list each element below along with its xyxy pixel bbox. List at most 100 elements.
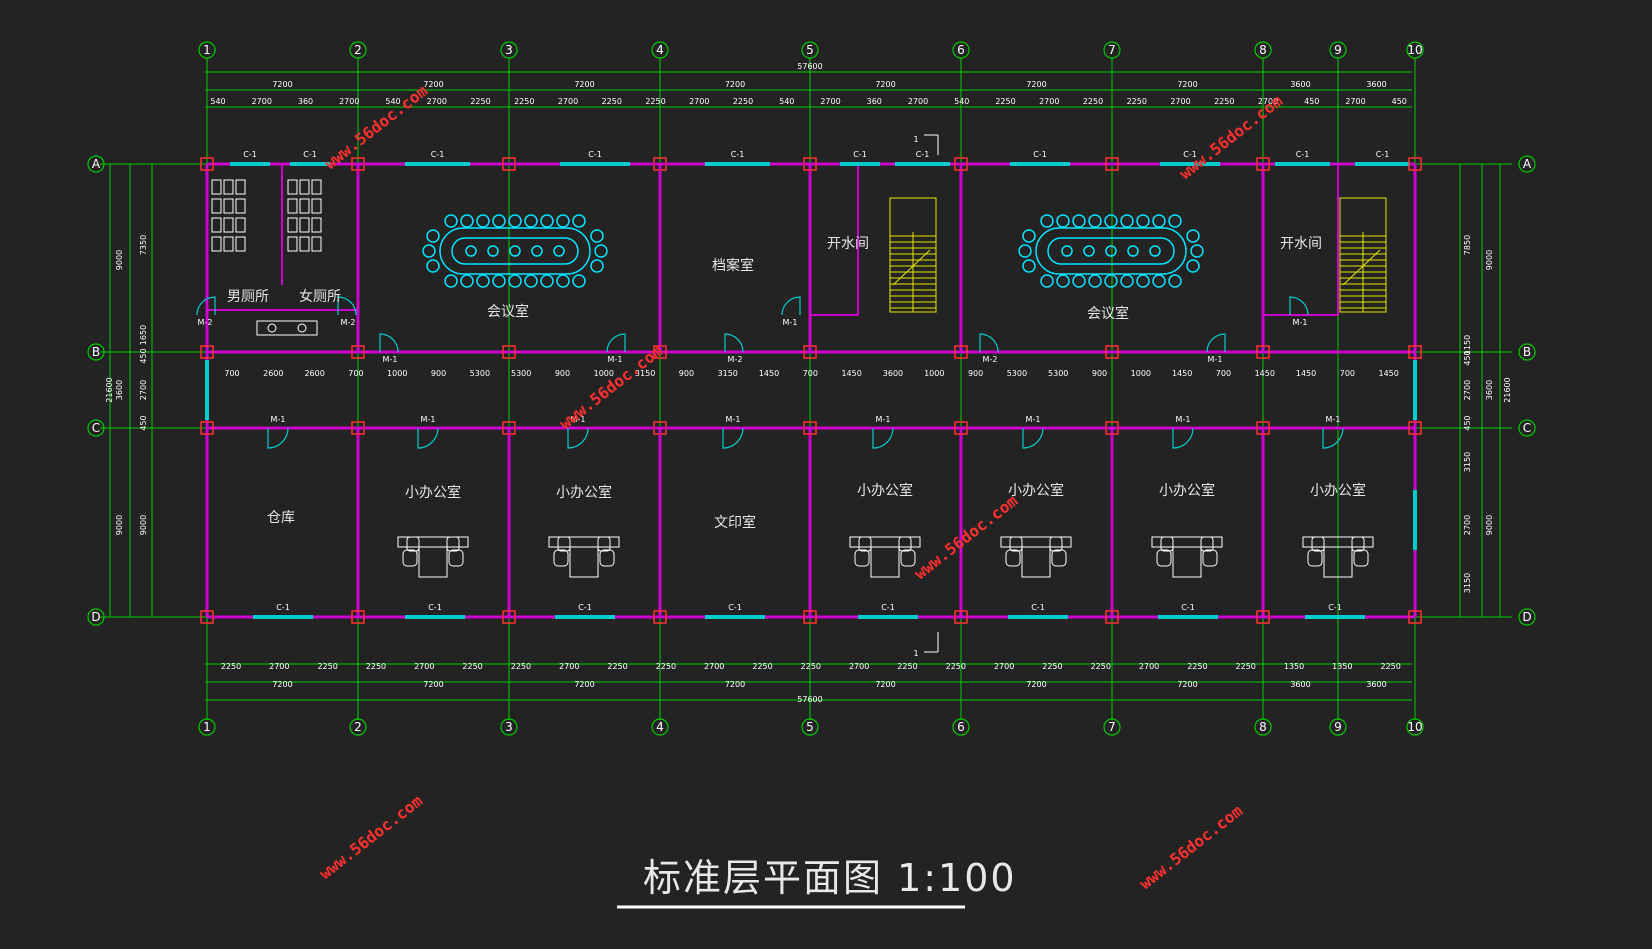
- axis-bubble: [651, 41, 669, 59]
- window-tag: C-1: [1183, 150, 1197, 159]
- right-dim: 9000: [1485, 515, 1494, 535]
- bay-dim-bottom: 3600: [1366, 680, 1386, 689]
- chair: [508, 274, 522, 288]
- axis-label-B: B: [1523, 345, 1531, 359]
- corridor-dim: 5300: [1048, 369, 1068, 378]
- axis-label-D: D: [1522, 610, 1531, 624]
- window-tag: C-1: [1376, 150, 1390, 159]
- toilet-stall: [235, 179, 246, 195]
- corridor-dim: 700: [1216, 369, 1231, 378]
- window-tag: C-1: [1031, 603, 1045, 612]
- column: [351, 345, 365, 359]
- toilet-stall: [235, 236, 246, 252]
- corridor-dim: 5300: [1007, 369, 1027, 378]
- chair: [1120, 274, 1134, 288]
- chair: [492, 214, 506, 228]
- detail-dim-top: 2700: [1345, 97, 1365, 106]
- corridor-dim: 1450: [1379, 369, 1399, 378]
- axis-label-B: B: [92, 345, 100, 359]
- toilet-stall: [211, 179, 222, 195]
- axis-bubble: [1254, 718, 1272, 736]
- axis-bubble: [1406, 718, 1424, 736]
- right-dim: 3150: [1463, 452, 1472, 472]
- column: [1408, 157, 1422, 171]
- toilet-fixtures: [211, 179, 322, 336]
- axis-label-C: C: [1523, 421, 1531, 435]
- column: [502, 345, 516, 359]
- bay-dim-bottom: 7200: [725, 680, 745, 689]
- detail-dim-bottom: 2250: [462, 662, 482, 671]
- axis-label-2: 2: [354, 720, 362, 734]
- axis-bubble: [500, 718, 518, 736]
- right-dim: 450: [1463, 350, 1472, 365]
- detail-dim-top: 540: [779, 97, 794, 106]
- column: [1256, 157, 1270, 171]
- detail-dim-top: 2700: [820, 97, 840, 106]
- axis-label-A: A: [1523, 157, 1532, 171]
- corridor-dim: 700: [803, 369, 818, 378]
- chair: [460, 274, 474, 288]
- left-dim: 450: [139, 415, 148, 430]
- table-ornament: [487, 245, 499, 257]
- detail-dim-bottom: 2700: [414, 662, 434, 671]
- conference-table-1: [422, 214, 608, 288]
- chair: [1018, 244, 1032, 258]
- axis-label-6: 6: [957, 720, 965, 734]
- axis-bubble: [87, 608, 105, 626]
- room-water-1: 开水间: [827, 236, 869, 252]
- window: [1275, 162, 1330, 166]
- axis-bubble: [1329, 718, 1347, 736]
- door-tag: M-1: [1026, 415, 1041, 424]
- axis-bubble: [801, 41, 819, 59]
- room-office-2: 小办公室: [556, 484, 612, 501]
- detail-dim-top: 2250: [1127, 97, 1147, 106]
- corridor-dim: 700: [224, 369, 239, 378]
- window: [1355, 162, 1410, 166]
- right-dim: 7850: [1463, 235, 1472, 255]
- toilet-stall: [311, 179, 322, 195]
- detail-dim-top: 2250: [1214, 97, 1234, 106]
- window-tag: C-1: [243, 150, 257, 159]
- door-tag: M-2: [341, 318, 356, 327]
- chair: [1190, 244, 1204, 258]
- left-dim: 7350: [139, 235, 148, 255]
- window: [705, 162, 770, 166]
- right-dim: 3600: [1485, 380, 1494, 400]
- column: [502, 610, 516, 624]
- axis-label-9: 9: [1334, 720, 1342, 734]
- detail-dim-bottom: 2250: [1091, 662, 1111, 671]
- chair: [460, 214, 474, 228]
- axis-bubble: [952, 718, 970, 736]
- axis-bubble: [952, 41, 970, 59]
- axis-label-1: 1: [203, 43, 211, 57]
- axis-bubble: [1518, 155, 1536, 173]
- column: [803, 610, 817, 624]
- column: [803, 421, 817, 435]
- axis-bubble: [1254, 41, 1272, 59]
- chair: [540, 274, 554, 288]
- axis-bubble: [349, 718, 367, 736]
- chair: [572, 274, 586, 288]
- toilet-stall: [235, 198, 246, 214]
- detail-dim-top: 2700: [1170, 97, 1190, 106]
- column: [351, 610, 365, 624]
- corridor-dim: 1450: [1296, 369, 1316, 378]
- door: [379, 333, 399, 353]
- door: [1172, 427, 1194, 449]
- right-dim: 3150: [1463, 573, 1472, 593]
- chair: [1072, 274, 1086, 288]
- right-dim: 9000: [1485, 250, 1494, 270]
- detail-dim-top: 540: [385, 97, 400, 106]
- door: [1022, 427, 1044, 449]
- window-tag: C-1: [276, 603, 290, 612]
- axis-bubble: [1406, 41, 1424, 59]
- corridor-dim: 900: [968, 369, 983, 378]
- detail-dim-bottom: 2250: [897, 662, 917, 671]
- detail-dim-bottom: 2250: [752, 662, 772, 671]
- bay-dim-top: 3600: [1366, 80, 1386, 89]
- bay-dim-top: 7200: [875, 80, 895, 89]
- window: [840, 162, 880, 166]
- window-tag: C-1: [881, 603, 895, 612]
- column: [1105, 610, 1119, 624]
